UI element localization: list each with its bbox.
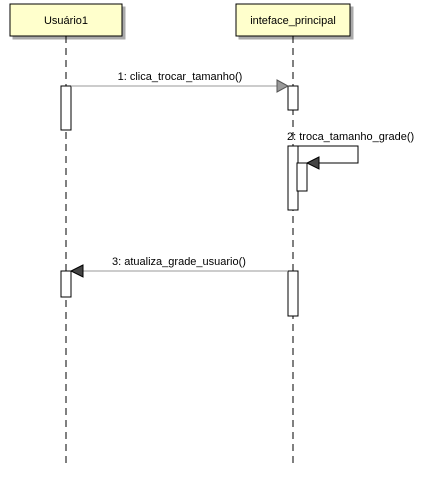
activation-bar-usuario1-1[interactable] (60, 85, 72, 131)
activation-bar-usuario1-2[interactable] (60, 270, 72, 298)
lifeline-name-interface-principal: inteface_principal (250, 15, 336, 27)
message-1-label: 1: clica_trocar_tamanho() (118, 71, 243, 83)
message-1-arrowhead (276, 79, 290, 93)
lifeline-header-interface-principal[interactable] (235, 3, 351, 37)
activation-bar-interface-nested[interactable] (296, 162, 308, 192)
lifeline-header-usuario1[interactable] (9, 3, 123, 37)
message-3-arrowhead (69, 264, 84, 278)
activation-bar-interface-3[interactable] (287, 270, 299, 317)
message-1[interactable]: 1: clica_trocar_tamanho() (71, 71, 290, 93)
message-3-label: 3: atualiza_grade_usuario() (112, 256, 246, 268)
message-2-line (298, 145, 359, 164)
message-3[interactable]: 3: atualiza_grade_usuario() (69, 256, 288, 278)
lifeline-interface-principal[interactable]: inteface_principal (235, 3, 351, 466)
activation-bar-interface-1[interactable] (287, 85, 299, 111)
message-2-arrowhead (305, 156, 320, 170)
lifeline-name-usuario1: Usuário1 (44, 15, 88, 27)
message-2-label: 2: troca_tamanho_grade() (287, 131, 414, 143)
message-2[interactable]: 2: troca_tamanho_grade() (287, 131, 414, 170)
lifeline-usuario1[interactable]: Usuário1 (9, 3, 123, 466)
